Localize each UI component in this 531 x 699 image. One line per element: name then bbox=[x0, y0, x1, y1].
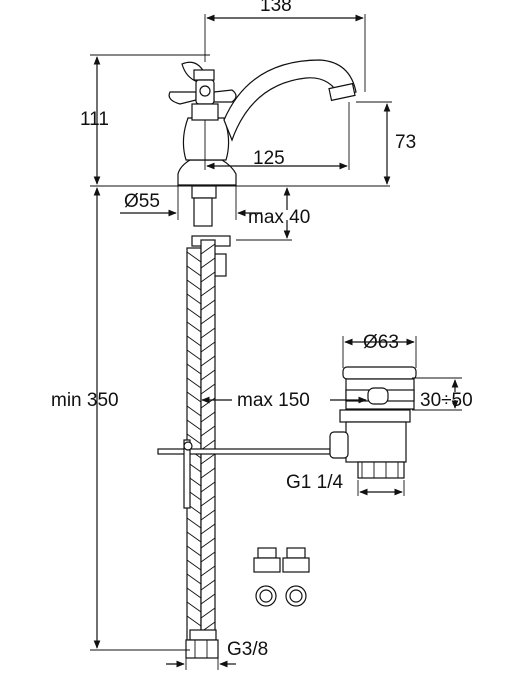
label-g3-8: G3/8 bbox=[227, 639, 268, 660]
spare-parts bbox=[253, 547, 310, 607]
label-73: 73 bbox=[395, 132, 416, 153]
label-diameter-63: Ø63 bbox=[363, 332, 399, 353]
label-diameter-55: Ø55 bbox=[124, 191, 160, 212]
label-max-150: max 150 bbox=[237, 390, 310, 411]
label-g1-1-4: G1 1/4 bbox=[286, 472, 343, 493]
label-125: 125 bbox=[253, 148, 285, 169]
supply-hoses bbox=[185, 185, 231, 659]
label-max-40: max 40 bbox=[248, 207, 310, 228]
label-30-50: 30÷50 bbox=[420, 390, 473, 411]
cross-handle-icon bbox=[168, 61, 237, 121]
label-138: 138 bbox=[260, 0, 292, 16]
label-111: 111 bbox=[80, 109, 109, 130]
label-min-350: min 350 bbox=[51, 390, 119, 411]
dimension-lines bbox=[90, 14, 462, 670]
waste-valve bbox=[329, 366, 417, 479]
